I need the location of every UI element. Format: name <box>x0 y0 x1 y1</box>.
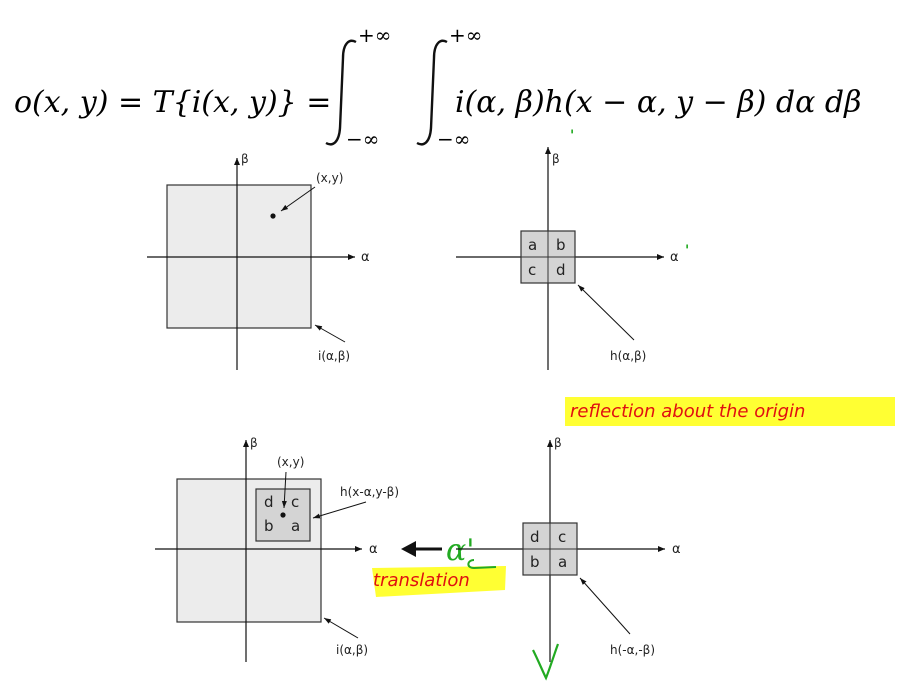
handwritten-down-mark <box>532 643 560 681</box>
alpha-axis-label: α <box>361 250 370 265</box>
kernel-pointer <box>312 501 367 519</box>
point-pointer <box>281 471 287 509</box>
function-pointer <box>314 324 346 343</box>
beta-axis-label: β <box>250 436 258 450</box>
convolution-equation: o(x, y) = T{i(x, y)} = +∞ −∞ +∞ −∞ i(α, … <box>14 23 861 151</box>
translation-note: translation α' <box>372 533 506 597</box>
translation-highlight <box>372 566 506 597</box>
reflection-text: reflection about the origin <box>570 401 805 422</box>
translation-arrow-head <box>401 541 416 557</box>
cell-b: b <box>264 517 274 535</box>
point-xy <box>280 512 286 518</box>
cell-d: d <box>264 493 274 511</box>
integral-2-lower: −∞ <box>437 127 470 151</box>
kernel-pointer <box>579 577 631 635</box>
beta-axis-label: β <box>552 152 560 166</box>
point-label: (x,y) <box>316 171 343 185</box>
integral-1-lower: −∞ <box>346 127 379 151</box>
equation-integrand: i(α, β)h(x − α, y − β) dα dβ <box>455 85 861 120</box>
point-label: (x,y) <box>277 455 304 469</box>
cell-b: b <box>556 236 566 254</box>
cell-c: c <box>291 493 299 511</box>
point-pointer <box>280 186 316 212</box>
panel-kernel: a b c d β α ' ' h(α,β) <box>456 128 689 370</box>
alpha-axis-label: α <box>672 542 681 557</box>
cell-d: d <box>556 261 566 279</box>
beta-axis-label: β <box>241 152 249 166</box>
cell-a: a <box>558 553 567 571</box>
cell-c: c <box>528 261 536 279</box>
integral-1-upper: +∞ <box>358 23 391 47</box>
equation-lhs: o(x, y) = T{i(x, y)} = <box>14 85 331 120</box>
integral-sign-2 <box>416 39 448 146</box>
function-label: i(α,β) <box>336 643 368 657</box>
panel-reflected-kernel: β α d c b a h(-α,-β) <box>456 436 681 681</box>
kernel-pointer <box>577 284 635 341</box>
integral-2-upper: +∞ <box>449 23 482 47</box>
alpha-prime-mark: ' <box>685 243 689 259</box>
translation-text: translation <box>373 570 470 591</box>
reflection-note: reflection about the origin <box>565 397 895 426</box>
function-label: i(α,β) <box>318 349 350 363</box>
cell-b: b <box>530 553 540 571</box>
point-xy <box>270 213 276 219</box>
beta-axis-label: β <box>554 436 562 450</box>
cell-d: d <box>530 528 540 546</box>
cell-c: c <box>558 528 566 546</box>
function-label: h(-α,-β) <box>610 643 655 657</box>
handwritten-arrow-stroke <box>467 559 497 570</box>
alpha-axis-label: α <box>369 542 378 557</box>
function-pointer <box>323 617 359 639</box>
cell-a: a <box>528 236 537 254</box>
integral-sign-1 <box>325 39 357 146</box>
reflection-highlight <box>565 397 895 426</box>
handwritten-alpha-prime: α' <box>446 533 475 568</box>
cell-a: a <box>291 517 300 535</box>
beta-prime-mark: ' <box>570 128 574 144</box>
panel-translated: β α d c b a (x,y) h(x-α,y-β) i(α,β) <box>155 436 399 662</box>
kernel-label: h(x-α,y-β) <box>340 485 399 499</box>
panel-input-image: β α (x,y) i(α,β) <box>147 152 370 370</box>
alpha-axis-label: α <box>670 250 679 265</box>
function-label: h(α,β) <box>610 349 646 363</box>
